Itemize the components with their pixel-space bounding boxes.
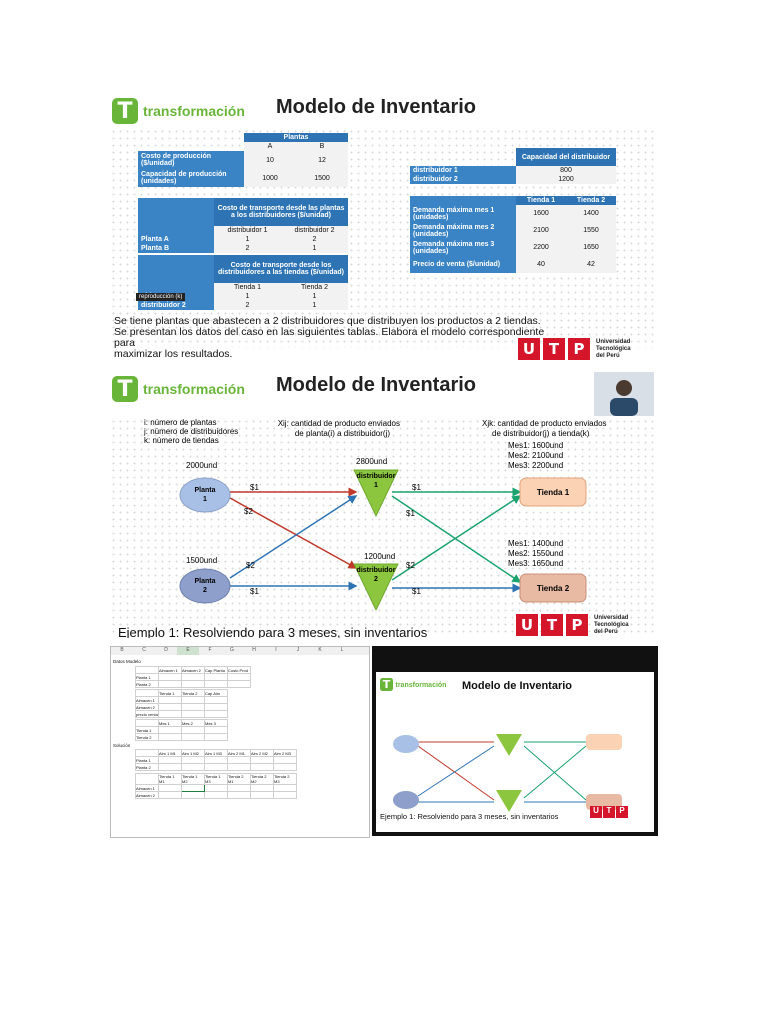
distributor-2-node [353,563,399,612]
svg-text:2800und: 2800und [356,457,387,466]
slide-network-diagram: T transformación Modelo de Inventario i:… [110,368,658,638]
cost-label: $1 [412,483,421,492]
svg-text:Mes3: 2200und: Mes3: 2200und [508,461,563,470]
logo-mark: T [112,98,138,124]
svg-text:Planta: Planta [194,487,215,494]
case-description: Se tiene plantas que abastecen a 2 distr… [114,316,564,360]
svg-text:1500und: 1500und [186,556,217,565]
slide-thumbnail: T transformación Modelo de Inventario Ej… [376,672,654,832]
thumb-title: Modelo de Inventario [462,680,573,692]
legend-line: i: número de plantas [144,418,217,427]
svg-text:distribuidor: distribuidor [357,567,396,574]
example-caption: Ejemplo 1: Resolviendo para 3 meses, sin… [118,625,428,639]
edge-p2-d1 [229,495,358,579]
cost-label: $2 [406,561,415,570]
store-2-node [519,573,587,603]
store-1-node [519,477,587,507]
slide-title: Modelo de Inventario [276,96,477,118]
svg-text:Mes1: 1400und: Mes1: 1400und [508,539,563,548]
svg-text:Mes2: 2100und: Mes2: 2100und [508,451,563,460]
svg-text:2000und: 2000und [186,461,217,470]
svg-text:Tienda 1: Tienda 1 [537,488,570,497]
logo-word: transformación [143,103,245,119]
transformacion-logo: T transformación [112,98,245,124]
edge-p1-d2 [229,497,358,569]
cost-label: $1 [412,587,421,596]
transport-distributors-table: Costo de transporte desde los distribuid… [138,255,348,310]
slide-data-tables: T transformación Modelo de Inventario Pl… [110,88,658,366]
webcam-overlay [594,372,654,416]
playback-tooltip: reproducción (k) [136,293,186,301]
svg-text:Xij: cantidad de producto envi: Xij: cantidad de producto enviados [278,419,400,428]
presenter-icon [610,380,638,416]
svg-text:Mes3: 1650und: Mes3: 1650und [508,559,563,568]
edge-d2-t1 [391,495,522,581]
svg-text:Mes1: 1600und: Mes1: 1600und [508,441,563,450]
thumb-caption: Ejemplo 1: Resolviendo para 3 meses, sin… [380,812,559,821]
description-line: Se presentan los datos del caso en las s… [114,326,545,349]
description-line: maximizar los resultados. [114,348,233,360]
network-diagram: i: número de plantas j: número de distri… [143,418,607,612]
svg-text:Mes2: 1550und: Mes2: 1550und [508,549,563,558]
transport-plants-table: Costo de transporte desde las plantas a … [138,198,348,253]
thumb-network-diagram [393,734,622,812]
cost-label: $1 [250,587,259,596]
sheet-label: Datos Modelo [113,659,141,664]
cost-label: $1 [250,483,259,492]
capacity-table: Capacidad del distribuidor distribuidor … [410,148,616,184]
svg-text:2: 2 [203,587,207,594]
svg-text:2: 2 [374,576,378,583]
svg-text:de distribuidor(j) a tienda(k): de distribuidor(j) a tienda(k) [492,429,590,438]
svg-text:Tienda 2: Tienda 2 [537,584,570,593]
svg-text:distribuidor: distribuidor [357,473,396,480]
plant-2-node [179,568,231,604]
svg-text:1: 1 [203,496,207,503]
svg-text:1: 1 [374,482,378,489]
transformacion-logo: T transformación [112,376,245,402]
column-header-row: B C D E F G H I J K L [111,647,369,655]
description-line: Se tiene plantas que abastecen a 2 distr… [114,315,541,327]
cost-label: $2 [244,507,253,516]
distributor-1-node [353,469,399,518]
svg-text:Planta: Planta [194,578,215,585]
spreadsheet-panel: B C D E F G H I J K L Datos Modelo Almac… [110,646,370,838]
transformacion-logo: T transformación [380,678,446,691]
sheet-label: Solución [113,743,131,748]
video-frame: T transformación Modelo de Inventario Ej… [372,646,658,836]
cost-label: $1 [406,509,415,518]
legend-line: k: número de tiendas [144,436,219,445]
cost-label: $2 [246,561,255,570]
plant-1-node [179,477,231,513]
thumb-utp-logo: U T P [590,806,628,818]
svg-text:de planta(i) a distribuidor(j): de planta(i) a distribuidor(j) [295,429,390,438]
svg-text:Xjk: cantidad de producto envi: Xjk: cantidad de producto enviados [482,419,607,428]
edge-d1-t2 [391,495,522,583]
svg-text:1200und: 1200und [364,552,395,561]
legend-line: j: número de distribuidores [143,427,238,436]
slide-title: Modelo de Inventario [276,374,477,396]
